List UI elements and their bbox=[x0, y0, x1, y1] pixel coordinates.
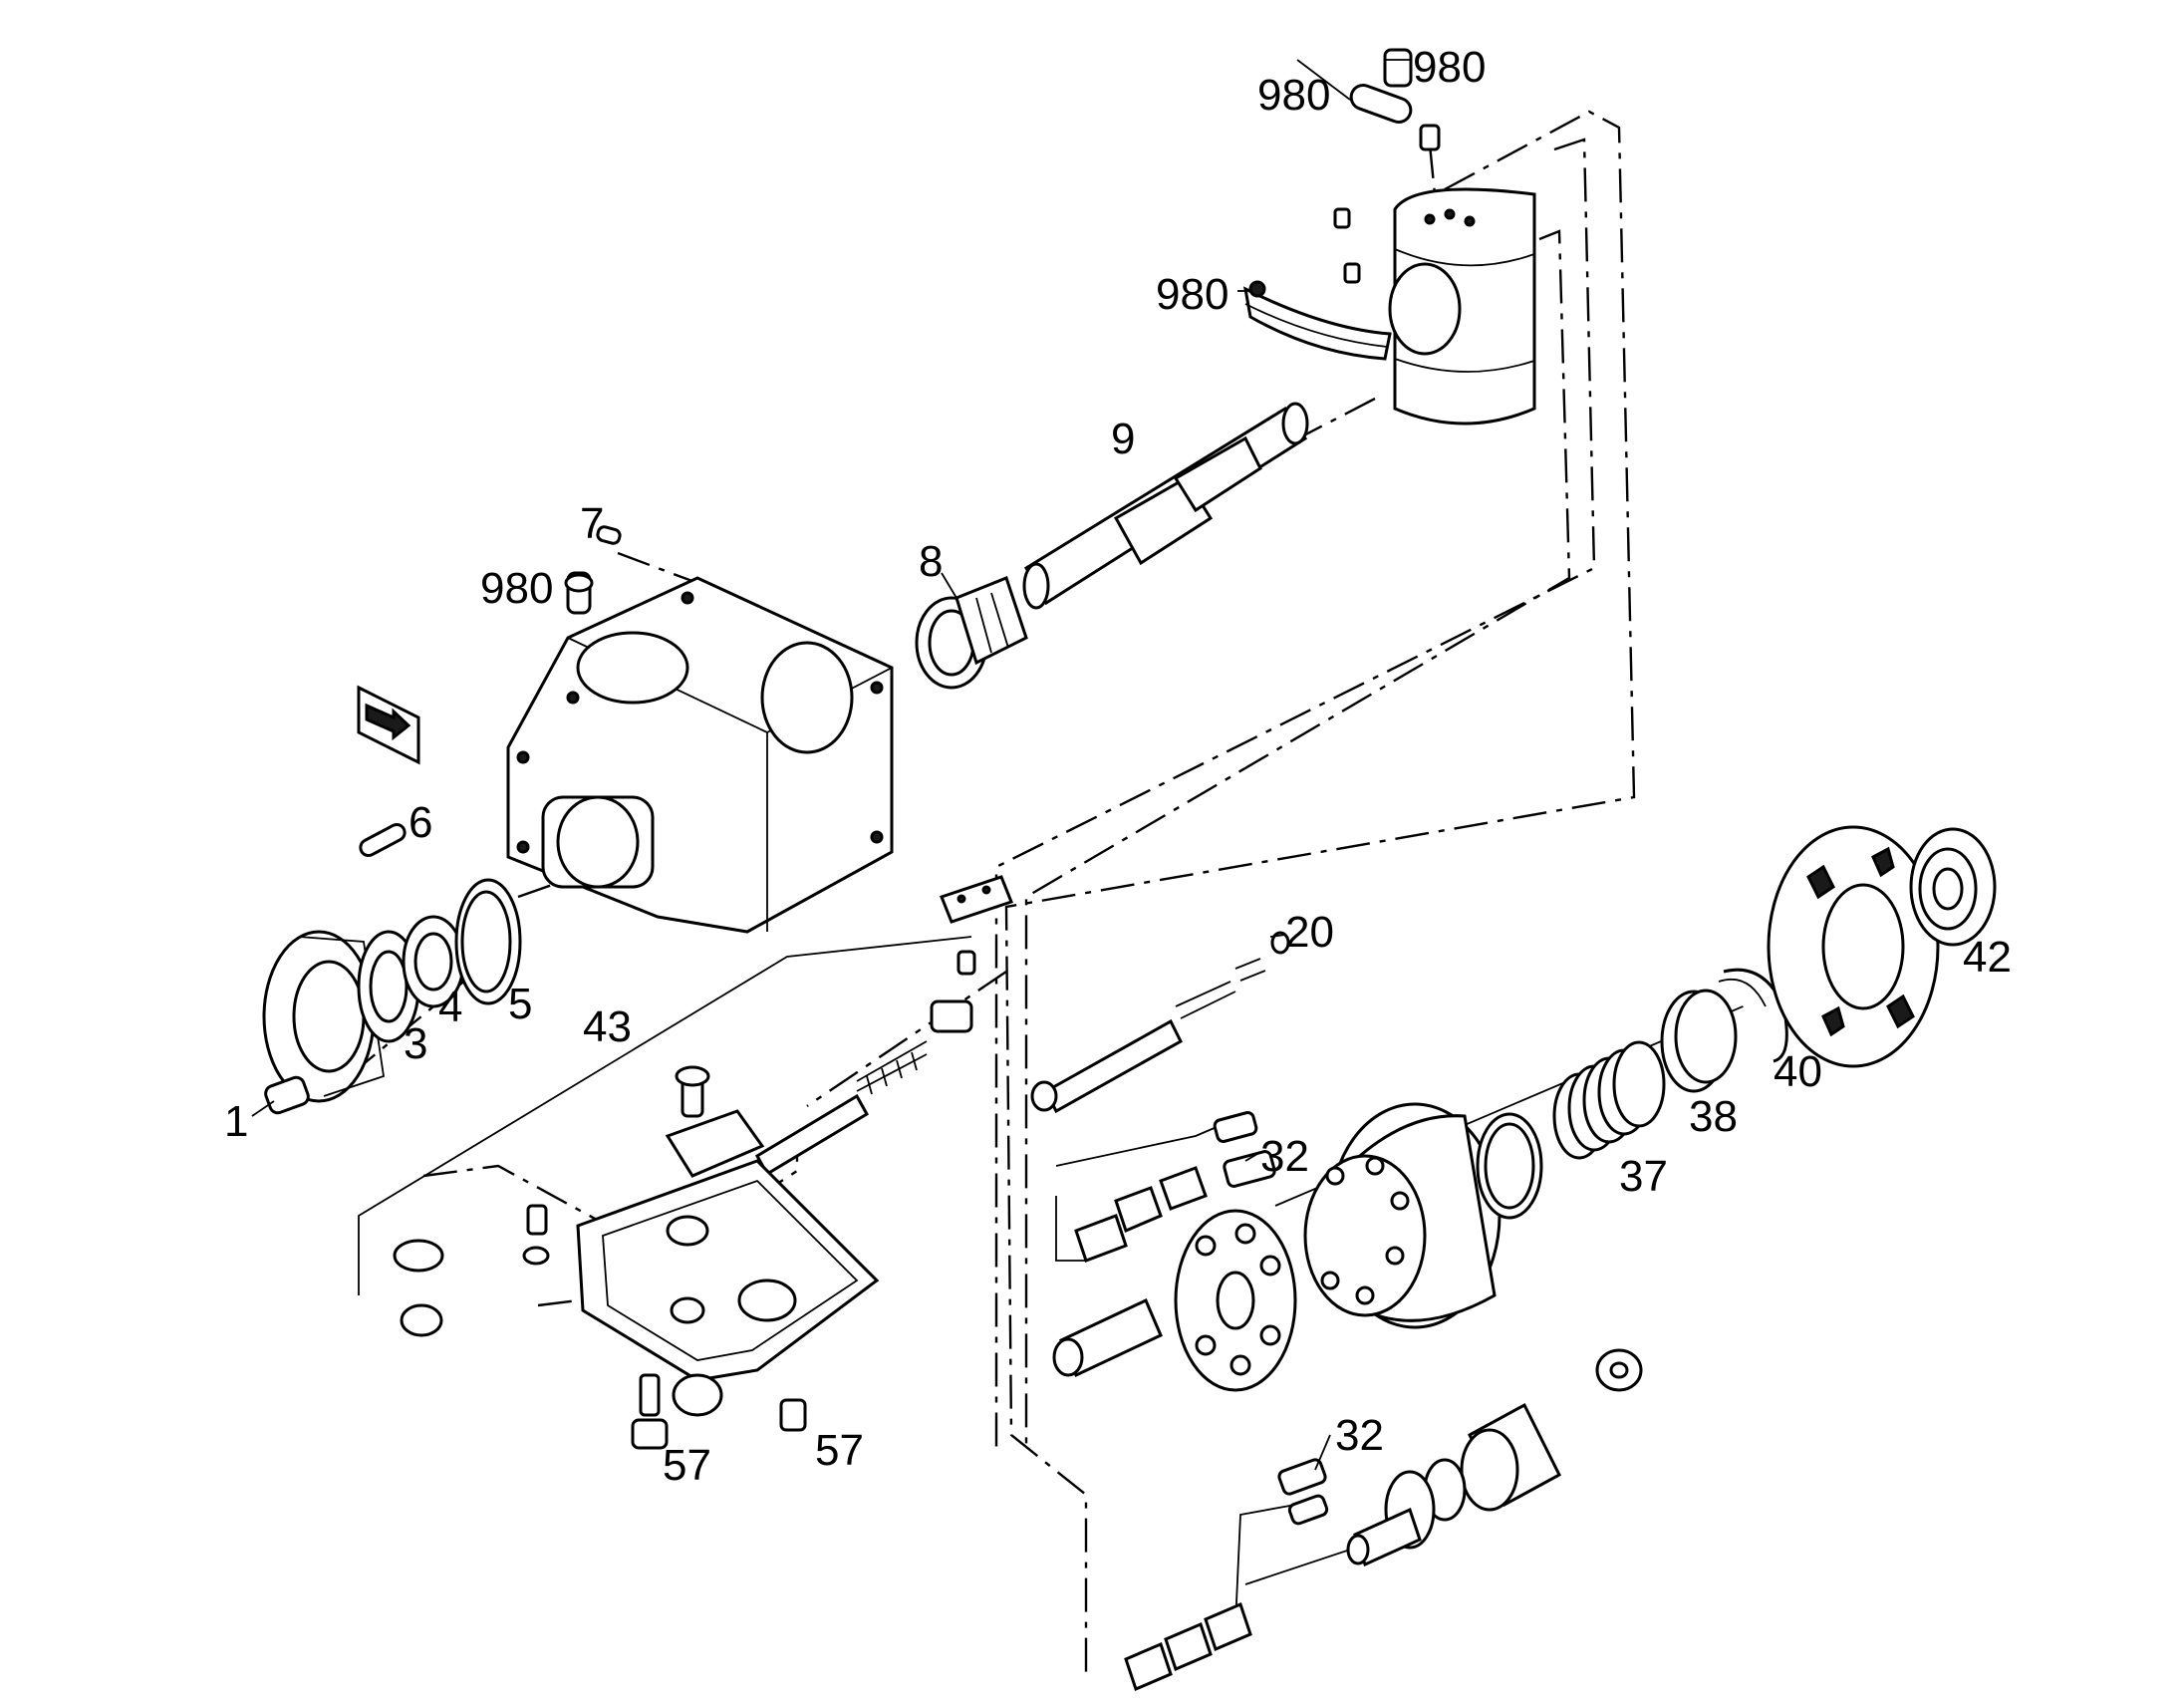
callout-980-fitting: 980 bbox=[480, 564, 553, 613]
callout-38: 38 bbox=[1689, 1092, 1738, 1141]
pin-980-top bbox=[1349, 48, 1441, 151]
callout-labels: 1 3 4 5 6 7 8 9 20 32 32 37 38 40 42 43 … bbox=[224, 43, 2012, 1490]
callout-4: 4 bbox=[438, 983, 462, 1031]
callout-42: 42 bbox=[1963, 933, 2012, 982]
callout-1: 1 bbox=[224, 1097, 248, 1146]
pump-housing bbox=[1333, 187, 1536, 426]
callout-37: 37 bbox=[1619, 1152, 1668, 1201]
piston bbox=[1052, 1297, 1163, 1378]
leader-lines bbox=[251, 59, 1351, 1471]
swash-plate-980 bbox=[1242, 280, 1392, 361]
callout-20: 20 bbox=[1285, 908, 1334, 957]
callout-57-right: 57 bbox=[815, 1426, 864, 1475]
callout-9: 9 bbox=[1111, 415, 1135, 463]
callout-40: 40 bbox=[1774, 1047, 1822, 1096]
callout-980-top-right: 980 bbox=[1413, 43, 1486, 92]
callout-5: 5 bbox=[508, 980, 532, 1028]
bearing-8 bbox=[915, 576, 1028, 690]
ring-38 bbox=[1660, 989, 1738, 1093]
callout-980-plate: 980 bbox=[1156, 270, 1228, 319]
retainer-plate bbox=[1174, 1209, 1297, 1392]
pin-6 bbox=[359, 822, 407, 858]
callout-7: 7 bbox=[580, 499, 604, 548]
end-plate bbox=[1767, 825, 1940, 1068]
bolts-32-upper bbox=[1074, 1111, 1276, 1263]
callout-32-lower: 32 bbox=[1335, 1411, 1384, 1460]
callout-980-top-left: 980 bbox=[1257, 71, 1330, 120]
bearing-42 bbox=[1909, 827, 1997, 947]
cover-plate bbox=[393, 1065, 880, 1450]
assembly-lines bbox=[348, 110, 1884, 1674]
gearbox-housing bbox=[506, 576, 894, 934]
cylinder-block bbox=[1303, 1102, 1502, 1329]
drive-shaft-9 bbox=[1022, 402, 1309, 610]
callout-3: 3 bbox=[404, 1019, 427, 1068]
callout-8: 8 bbox=[919, 537, 943, 586]
spring-37 bbox=[1552, 1040, 1666, 1160]
plug-7 bbox=[596, 525, 622, 545]
callout-43: 43 bbox=[583, 1002, 632, 1051]
valve-20 bbox=[1030, 931, 1290, 1114]
callout-32-upper: 32 bbox=[1260, 1132, 1309, 1181]
valve-lower-right bbox=[1346, 1348, 1643, 1567]
bolts-32-lower bbox=[1124, 1458, 1329, 1692]
direction-arrow-icon bbox=[357, 685, 420, 765]
fitting-980-left bbox=[564, 571, 594, 615]
callout-6: 6 bbox=[409, 798, 432, 847]
valve-spool-left bbox=[754, 1040, 928, 1177]
ring-near-37 bbox=[1476, 1112, 1543, 1220]
plate-43 bbox=[930, 875, 1013, 1033]
callout-57-left: 57 bbox=[663, 1441, 711, 1490]
front-cover-assembly bbox=[262, 878, 522, 1115]
